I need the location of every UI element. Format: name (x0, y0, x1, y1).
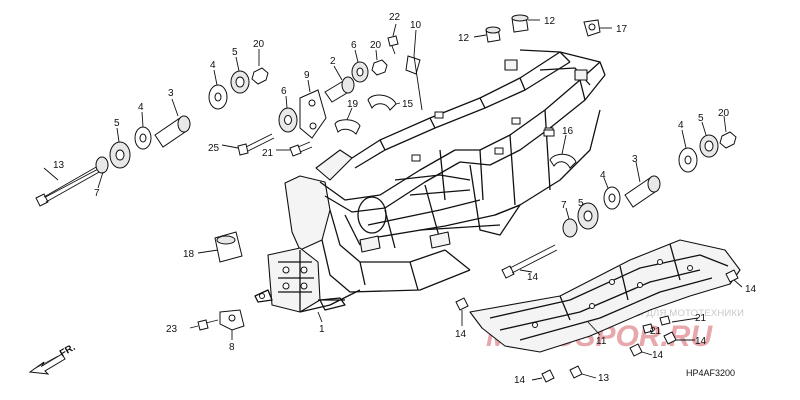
callout-13-right: 14 (527, 272, 539, 283)
callout-labels: 13 7 5 4 3 4 5 20 25 21 6 9 2 6 20 19 22… (53, 12, 757, 386)
callout-20-right: 20 (718, 108, 730, 119)
callout-4-right-upper: 4 (678, 120, 684, 131)
front-direction-arrow: FR. (28, 342, 78, 375)
callout-14-lower-mid: 14 (652, 350, 664, 361)
callout-11: 11 (596, 336, 607, 347)
top-grommets (485, 14, 601, 43)
leader-lines (43, 19, 743, 381)
callout-17: 17 (616, 24, 628, 35)
callout-20-upper: 20 (370, 40, 382, 51)
callout-21-right-a: 21 (695, 313, 707, 324)
front-direction-label: FR. (58, 342, 78, 360)
callout-21-right-b: 21 (650, 326, 662, 337)
callout-7-left: 7 (94, 188, 100, 199)
callout-8: 8 (229, 342, 235, 353)
diagram-code: HP4AF3200 (686, 368, 735, 378)
callout-13-left: 13 (53, 160, 65, 171)
callout-23: 23 (166, 324, 178, 335)
callout-4-upper: 4 (210, 60, 216, 71)
callout-7-right: 7 (561, 200, 567, 211)
callout-21-left: 21 (262, 148, 274, 159)
left-lower-parts (197, 231, 245, 331)
callout-10: 10 (410, 20, 422, 31)
callout-12-right: 12 (544, 16, 556, 27)
callout-5-right-upper: 5 (698, 113, 704, 124)
callout-4-left: 4 (138, 102, 144, 113)
callout-14-bottom-right: 13 (598, 373, 610, 384)
callout-14-left: 14 (455, 329, 467, 340)
callout-3-left: 3 (168, 88, 174, 99)
callout-4-right: 4 (600, 170, 606, 181)
right-engine-mount-stack (501, 129, 737, 279)
skid-plate (455, 239, 741, 383)
callout-2: 2 (330, 56, 336, 67)
callout-5-upper: 5 (232, 47, 238, 58)
callout-9: 9 (304, 70, 310, 81)
callout-5-right: 5 (578, 198, 584, 209)
callout-14-bottom-left: 14 (514, 375, 526, 386)
callout-5-left: 5 (114, 118, 120, 129)
callout-19: 19 (347, 99, 359, 110)
callout-6-upper: 6 (351, 40, 357, 51)
callout-3-right: 3 (632, 154, 638, 165)
callout-15: 15 (402, 99, 414, 110)
callout-20-left: 20 (253, 39, 265, 50)
callout-14-right: 14 (745, 284, 757, 295)
callout-1: 1 (319, 324, 325, 335)
callout-6-left: 6 (281, 86, 287, 97)
callout-18: 18 (183, 249, 195, 260)
callout-16: 16 (562, 126, 574, 137)
callout-14-lower-right: 14 (695, 336, 707, 347)
callout-25: 25 (208, 143, 220, 154)
main-frame (254, 49, 606, 313)
callout-22: 22 (389, 12, 401, 23)
callout-12-left: 12 (458, 33, 470, 44)
left-engine-mount-stack (35, 35, 421, 207)
